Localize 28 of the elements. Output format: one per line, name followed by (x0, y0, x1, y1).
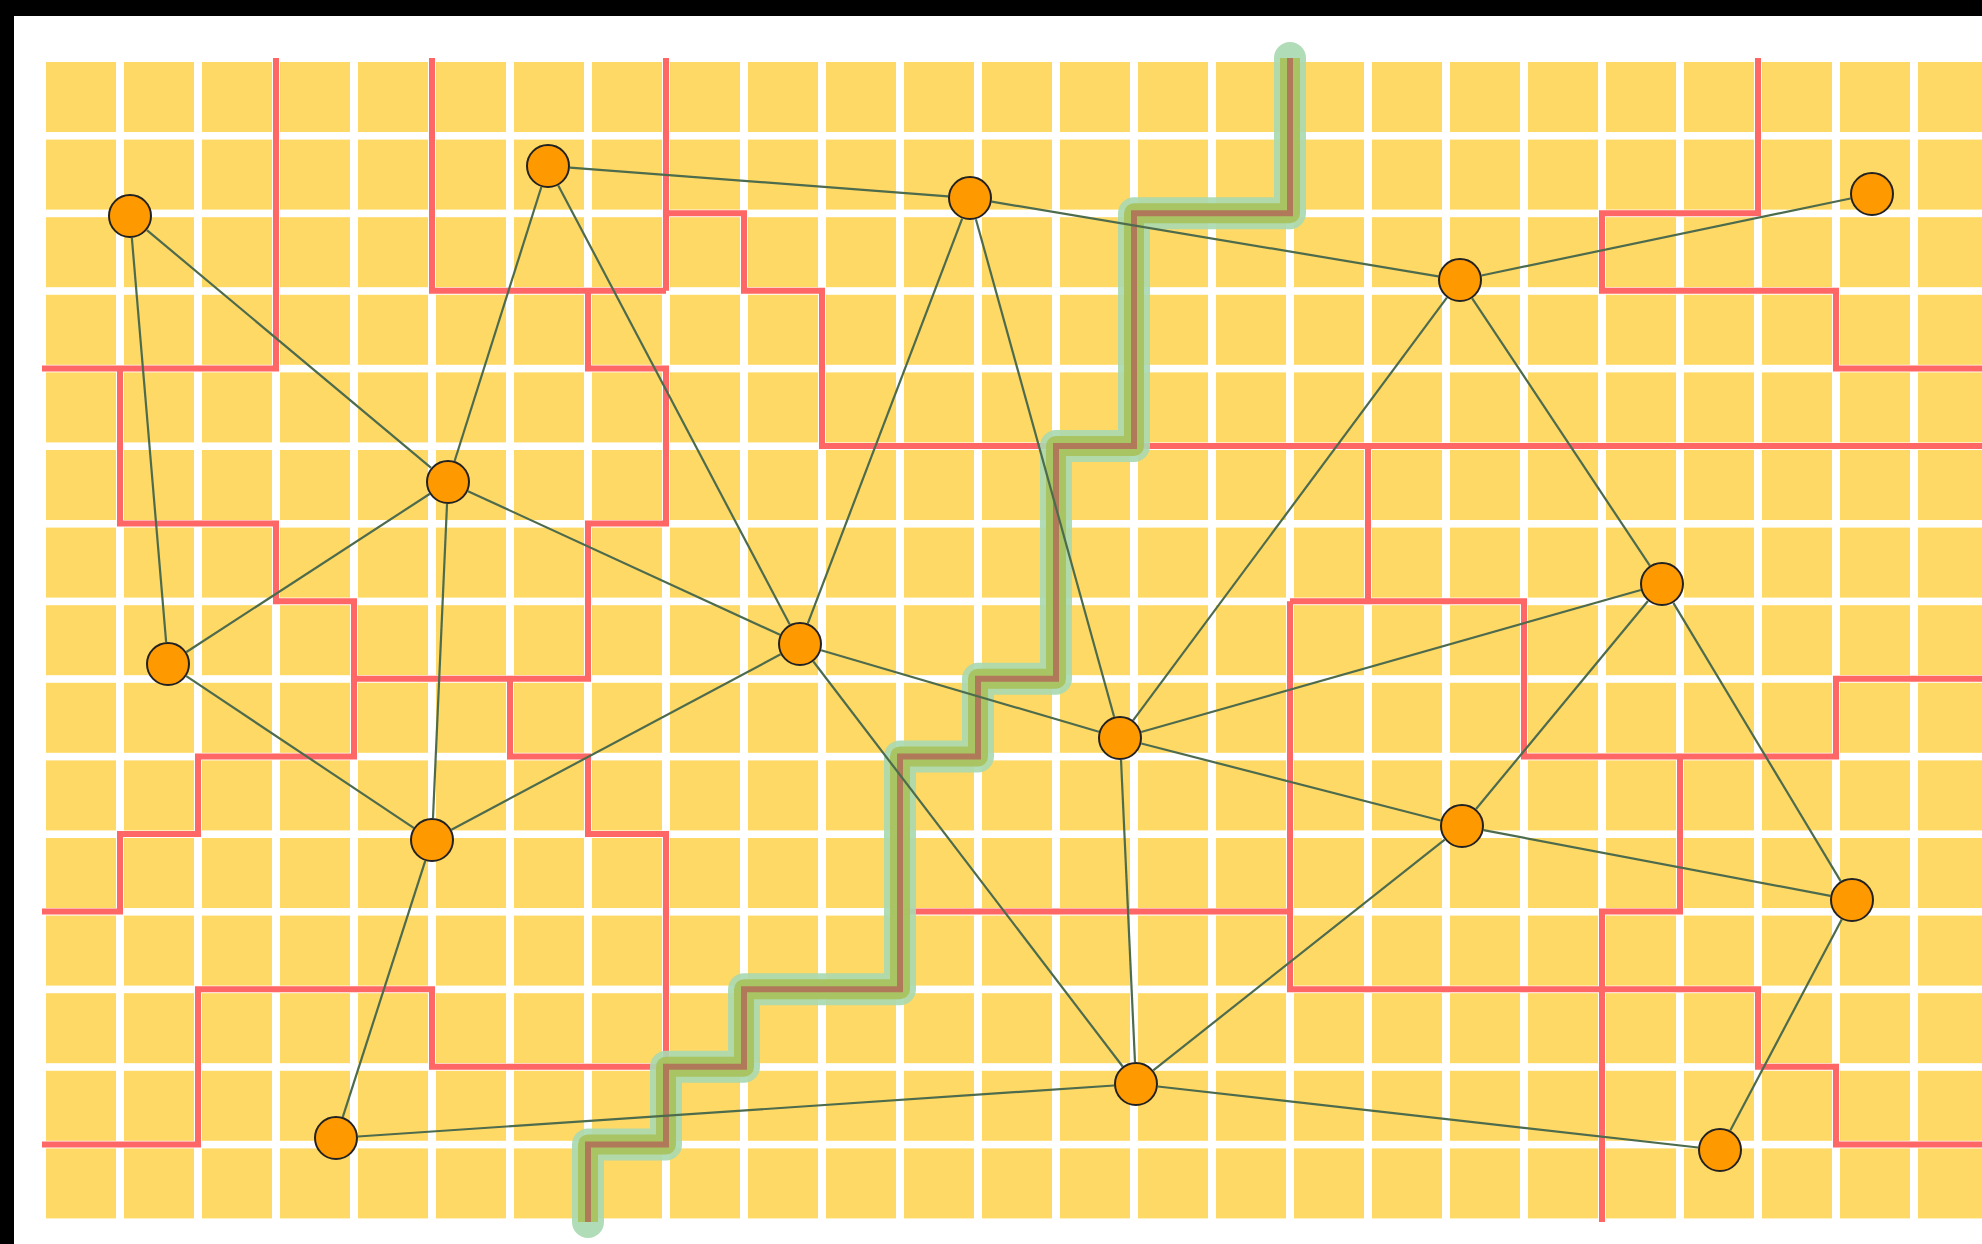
connector-line (806, 218, 964, 624)
connector-line (185, 493, 431, 653)
connector-line (450, 653, 782, 831)
connector-line (974, 218, 1116, 718)
connector-line (453, 186, 543, 462)
connector-line (357, 1084, 1115, 1138)
connector-line (130, 237, 168, 643)
connector-line (1157, 1085, 1699, 1149)
connector-line (569, 166, 949, 198)
connector-line (1119, 759, 1137, 1063)
connector-line (1140, 588, 1642, 734)
connector-line (820, 649, 1100, 733)
connector-line (467, 490, 781, 636)
connector-line (1483, 829, 1831, 897)
connector-line (1475, 600, 1649, 810)
connector-line (1152, 838, 1446, 1072)
connector-line (431, 503, 449, 819)
connector-line (146, 229, 432, 469)
connector-line (341, 860, 427, 1118)
connector-line (1132, 297, 1448, 721)
connector-line (1471, 297, 1651, 567)
connector-line (1672, 602, 1842, 882)
connector-line (991, 200, 1439, 278)
connector-line (557, 184, 791, 626)
connector-line (1729, 918, 1843, 1132)
connector-line (812, 660, 1124, 1068)
connector-line (185, 675, 415, 829)
connector-line (1141, 742, 1441, 822)
